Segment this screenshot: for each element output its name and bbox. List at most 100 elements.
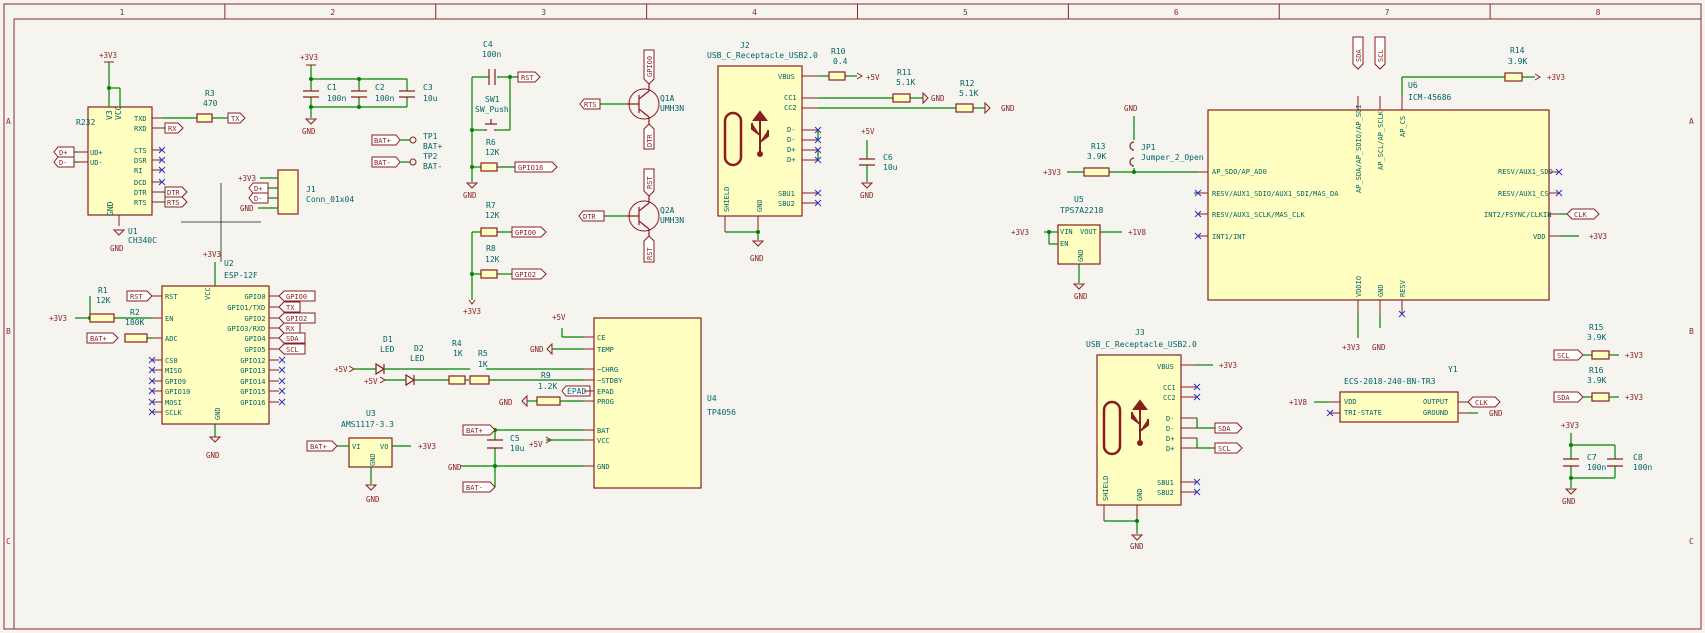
r11-resistor[interactable]: R11 5.1K GND [892,68,945,105]
c5-ref: C5 [510,434,520,443]
u5-tps7a2218[interactable]: U5 TPS7A2218 VIN VOUT EN GND +3V3 +1V8 G… [1011,195,1147,301]
r2-resistor[interactable]: R2 180K [124,308,148,343]
q2a-transistor[interactable]: Q2A UMH3N [604,191,684,241]
r8-resistor[interactable]: R8 12K [480,244,500,279]
netlabel-rts-q1a: RTS [579,98,601,110]
r13-resistor[interactable]: R13 3.9K +3V3 [1043,142,1198,177]
svg-text:CLK: CLK [1574,211,1587,219]
svg-text:+3V3: +3V3 [1589,232,1607,241]
u6-icm45686[interactable]: U6 ICM-45686 AP_SDO/AP_AD0 RESV/AUX1_SDI… [1198,81,1559,314]
svg-text:RX: RX [168,125,177,133]
c4-capacitor[interactable]: C4 100n [482,40,501,85]
svg-text:+3V3: +3V3 [1625,351,1643,360]
svg-text:+1V8: +1V8 [1289,398,1308,407]
j3-dm1-pin: D- [1166,415,1174,423]
y1-ground-pin: GROUND [1423,409,1448,417]
svg-text:DTR: DTR [646,134,654,147]
u6-int2-pin: INT2/FSYNC/CLKIN [1484,211,1551,219]
j3-cc1-pin: CC1 [1163,384,1176,392]
u2-pin-rst: RST [165,293,178,301]
c5-capacitor[interactable]: C5 10u [487,434,525,453]
u1-v3-pin: V3 [105,110,114,120]
ruler-row-left-B: B [6,327,11,336]
j3-no-connect-marks [1193,383,1201,496]
y1-oscillator[interactable]: Y1 ECS-2018-240-BN-TR3 VDD TRI-STATE OUT… [1289,365,1503,423]
jp1-jumper[interactable]: JP1 Jumper_2_Open GND [1124,104,1204,172]
r4-ref: R4 [452,339,462,348]
u2-pin-gpio9: GPIO9 [165,378,186,386]
ruler-column-8: 8 [1596,8,1601,17]
r6-resistor[interactable]: R6 12K [480,138,500,172]
svg-text:BAT+: BAT+ [466,427,483,435]
r16-value: 3.9K [1587,376,1606,385]
r16-resistor[interactable]: SDA R16 3.9K +3V3 [1553,366,1643,403]
svg-text:GPIO0: GPIO0 [646,56,654,77]
c3-capacitor[interactable]: C3 10u [399,83,438,103]
r7-resistor[interactable]: R7 12K [480,201,500,237]
tp2-value: BAT- [423,162,442,171]
r3-resistor[interactable]: R3 470 [196,89,218,123]
netlabel-epad: EPAD [561,385,591,397]
u2-flag-gpio2: GPIO2 [286,315,307,323]
u1-udm-pin: UD- [90,159,103,167]
r4-resistor[interactable]: R4 1K [448,339,466,385]
u3-value: AMS1117-3.3 [341,420,394,429]
u3-ams1117[interactable]: U3 AMS1117-3.3 VI VO GND +3V3 GND [337,409,436,504]
sw1-ref: SW1 [485,95,500,104]
j2-dp1-pin: D+ [787,146,795,154]
svg-text:BAT+: BAT+ [310,443,327,451]
r14-resistor[interactable]: R14 3.9K +3V3 [1504,46,1565,82]
j1-ref: J1 [306,185,316,194]
r12-resistor[interactable]: R12 5.1K GND [955,79,1015,115]
tp1-testpoint[interactable]: BAT+ TP1 BAT+ [371,132,442,151]
r15-ref: R15 [1589,323,1604,332]
j3-usb-c[interactable]: J3 USB_C_Receptacle_USB2.0 VBUS CC1 CC2 … [1086,328,1197,521]
r9-value: 1.2K [538,382,557,391]
r9-resistor[interactable]: R9 1.2K [536,371,561,406]
c2-capacitor[interactable]: C2 100n [351,83,394,103]
sw1-pushbutton[interactable]: SW1 SW_Push [475,95,509,131]
u4-value: TP4056 [707,408,736,417]
svg-text:SDA: SDA [1355,49,1363,62]
ruler-row-right-B: B [1689,327,1694,336]
y1-vdd-pin: VDD [1344,398,1357,406]
svg-text:+3V3: +3V3 [463,307,481,316]
u4-tp4056[interactable]: U4 TP4056 CETEMP~CHRG~STDBYEPADPROGBATVC… [584,317,736,489]
j1-connector[interactable]: J1 Conn_01x04 +3V3 GND D+ D- [238,169,354,215]
q1a-transistor[interactable]: Q1A UMH3N [600,79,684,129]
r5-resistor[interactable]: R5 1K [469,349,490,385]
netlabel-clk-y1: CLK [1467,396,1501,408]
c1-capacitor[interactable]: C1 100n [303,83,346,103]
tp2-testpoint[interactable]: BAT- TP2 BAT- [371,152,442,171]
u4-ref: U4 [707,394,717,403]
u2-pin-gpio13: GPIO13 [240,367,265,375]
c6-capacitor[interactable]: C6 10u +5V GND [859,127,898,200]
d1-led[interactable]: D1 LED [375,335,395,376]
c8-value: 100n [1633,463,1652,472]
u2-pin-gpio16: GPIO16 [240,399,265,407]
u6-vdd-pin: VDD [1533,233,1546,241]
u6-ref: U6 [1408,81,1418,90]
d2-led[interactable]: D2 LED [405,344,425,387]
r15-resistor[interactable]: SCL R15 3.9K +3V3 [1553,323,1643,361]
u2-pin-adc: ADC [165,335,178,343]
u1-ch340c[interactable]: GND R232 V3 VCC U1 CH340C UD+ UD- TXD RX… [76,105,162,245]
r10-resistor[interactable]: R10 0.4 [828,47,848,81]
u5-value: TPS7A2218 [1060,206,1104,215]
j2-no-connect-marks [814,126,822,207]
svg-text:RST: RST [130,293,143,301]
svg-text:GPIO16: GPIO16 [518,164,543,172]
c7-capacitor[interactable]: C7 100n [1563,453,1606,472]
c8-capacitor[interactable]: C8 100n [1607,453,1652,472]
j2-cc2-pin: CC2 [784,104,797,112]
r12-ref: R12 [960,79,975,88]
svg-text:GND: GND [750,254,764,263]
u1-wiring [74,62,228,203]
r1-resistor[interactable]: R1 12K [89,286,115,323]
jp1-ref: JP1 [1141,143,1156,152]
jp1-value: Jumper_2_Open [1141,153,1204,162]
svg-text:+5V: +5V [529,440,543,449]
j2-usb-c[interactable]: J2 USB_C_Receptacle_USB2.0 VBUS CC1 CC2 … [707,41,818,232]
r11-value: 5.1K [896,78,915,87]
